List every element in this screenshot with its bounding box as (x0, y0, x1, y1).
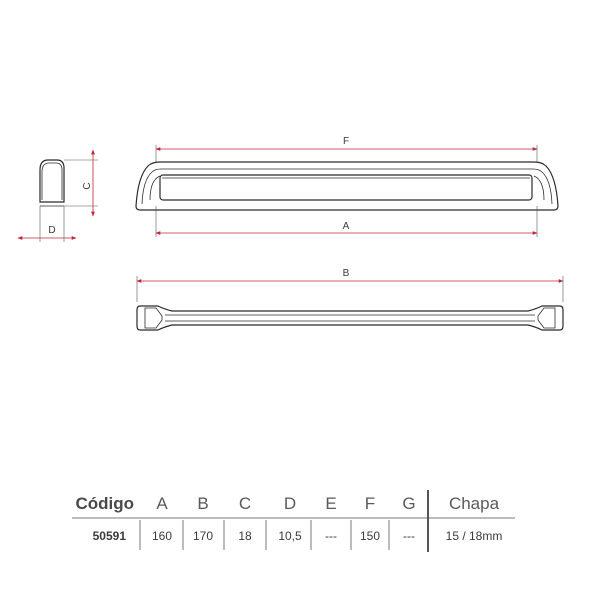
header-chapa: Chapa (449, 494, 500, 513)
header-g: G (402, 494, 415, 513)
cell-b: 170 (193, 529, 213, 543)
header-f: F (365, 494, 375, 513)
handle-front-inner-top (141, 168, 553, 205)
header-e: E (325, 494, 336, 513)
cell-d: 10,5 (278, 529, 302, 543)
cell-a: 160 (152, 529, 172, 543)
spec-table: Código A B C D E F G Chapa 50591 160 170… (72, 490, 515, 552)
header-codigo: Código (75, 494, 134, 513)
a-dimension-label: A (343, 221, 350, 232)
d-dimension-label: D (48, 225, 55, 236)
f-dimension-label: F (343, 136, 349, 147)
header-d: D (284, 494, 296, 513)
handle-top-outline (136, 305, 564, 331)
front-view: F A (135, 136, 559, 237)
side-profile-inner (41, 162, 63, 200)
cell-g: --- (403, 529, 415, 543)
cell-codigo: 50591 (93, 529, 127, 543)
side-profile-outline (39, 159, 65, 203)
header-b: B (197, 494, 208, 513)
cell-f: 150 (360, 529, 380, 543)
cell-chapa: 15 / 18mm (446, 529, 503, 543)
cell-e: --- (325, 529, 337, 543)
side-view: C D (17, 149, 98, 242)
handle-front-outline (135, 161, 559, 211)
handle-top-left-end (144, 307, 163, 329)
handle-front-recess-right (533, 175, 545, 201)
handle-front-recess-left (149, 175, 161, 201)
b-dimension-label: B (343, 268, 350, 279)
header-c: C (239, 494, 251, 513)
handle-top-right-end (537, 307, 556, 329)
header-a: A (156, 494, 168, 513)
c-dimension-label: C (82, 182, 93, 189)
top-view: B (136, 268, 564, 331)
handle-front-recess (159, 174, 533, 201)
cell-c: 18 (238, 529, 252, 543)
